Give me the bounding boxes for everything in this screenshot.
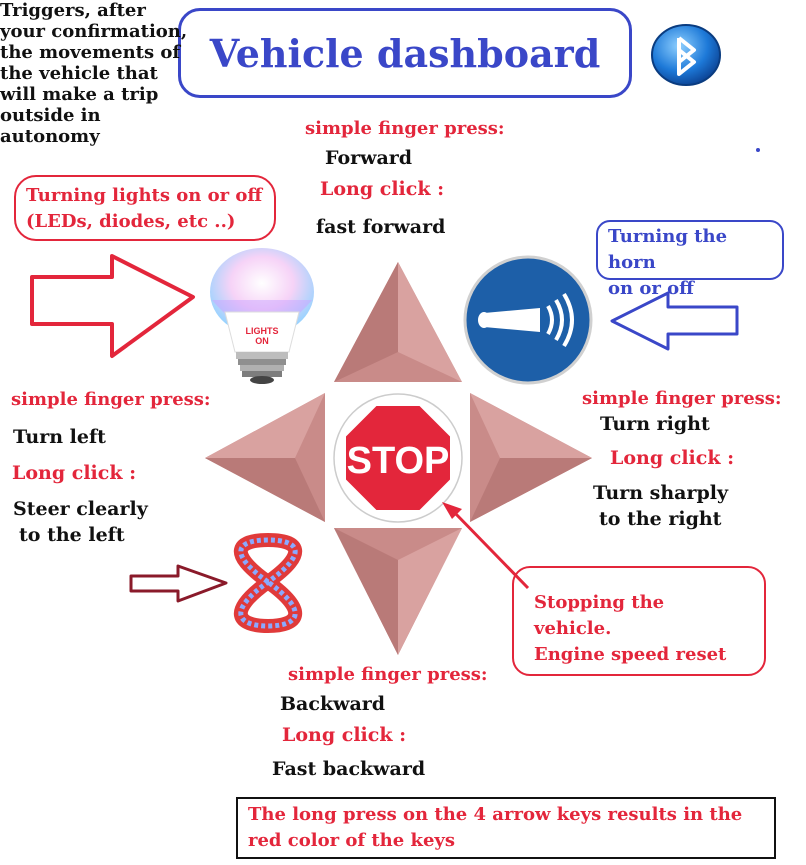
stop-sign-label: STOP — [347, 440, 450, 482]
arrow-right-button[interactable] — [470, 393, 592, 522]
left-press-label: simple finger press: — [11, 389, 211, 410]
right-press-label: simple finger press: — [582, 388, 782, 409]
title-box: Vehicle dashboard — [178, 8, 632, 98]
right-long-label: Long click : — [610, 447, 735, 469]
up-long-action: fast forward — [316, 216, 446, 238]
lights-note-box: Turning lights on or off (LEDs, diodes, … — [14, 175, 276, 241]
horn-note-box: Turning the horn on or off — [596, 220, 784, 299]
stop-note-box: Stopping the vehicle. Engine speed reset — [512, 566, 766, 676]
trip-pointer-arrow — [129, 564, 228, 603]
bulb-label-line-2: ON — [255, 336, 269, 346]
horn-note-line-2: on or off — [608, 278, 694, 299]
up-press-action: Forward — [325, 147, 413, 169]
right-long-action-1: Turn sharply — [593, 482, 729, 504]
lights-pointer-arrow — [30, 254, 195, 358]
stop-sign-icon[interactable]: STOP — [333, 393, 463, 523]
right-press-action: Turn right — [600, 413, 710, 435]
lights-note-line-1: Turning lights on or off — [26, 185, 263, 206]
left-long-label: Long click : — [12, 462, 137, 484]
arrow-down-button[interactable] — [334, 528, 462, 655]
page-title: Vehicle dashboard — [209, 30, 601, 76]
down-long-label: Long click : — [282, 724, 407, 746]
bottom-note-line-2: red color of the keys — [248, 830, 455, 851]
figure-eight-track-icon[interactable] — [233, 532, 303, 634]
bottom-note-box: The long press on the 4 arrow keys resul… — [236, 797, 776, 859]
stop-note-line-1: Stopping the vehicle. — [534, 592, 665, 639]
left-long-action-1: Steer clearly — [13, 498, 148, 520]
trip-note-line: the vehicle that — [0, 63, 158, 84]
trip-note-line: autonomy — [0, 126, 100, 147]
arrow-left-button[interactable] — [205, 393, 325, 522]
down-press-label: simple finger press: — [288, 664, 488, 685]
bulb-label: LIGHTS ON — [236, 326, 288, 346]
left-press-action: Turn left — [13, 426, 106, 448]
lights-note-line-2: (LEDs, diodes, etc ..) — [26, 211, 236, 232]
trip-note-line: the movements of — [0, 42, 181, 63]
trip-note-line: will make a trip — [0, 84, 159, 105]
down-long-action: Fast backward — [272, 758, 426, 780]
arrow-up-button[interactable] — [334, 262, 462, 382]
up-long-label: Long click : — [320, 178, 445, 200]
trip-note-box: Triggers, after your confirmation, the m… — [0, 0, 187, 147]
decorative-dot — [756, 148, 760, 152]
horn-icon[interactable] — [463, 255, 593, 385]
trip-note-line: Triggers, after — [0, 0, 146, 21]
light-bulb-icon[interactable] — [210, 248, 314, 384]
trip-note-line: outside in — [0, 105, 101, 126]
trip-note-line: your confirmation, — [0, 21, 188, 42]
stop-note-line-2: Engine speed reset — [534, 644, 727, 665]
left-long-action-2: to the left — [19, 524, 125, 546]
horn-pointer-arrow — [610, 291, 739, 351]
bottom-note-line-1: The long press on the 4 arrow keys resul… — [248, 804, 743, 825]
bluetooth-icon[interactable] — [651, 24, 721, 86]
right-long-action-2: to the right — [599, 508, 722, 530]
up-press-label: simple finger press: — [305, 118, 505, 139]
down-press-action: Backward — [280, 693, 386, 715]
horn-note-line-1: Turning the horn — [608, 226, 728, 273]
bulb-label-line-1: LIGHTS — [245, 326, 279, 336]
